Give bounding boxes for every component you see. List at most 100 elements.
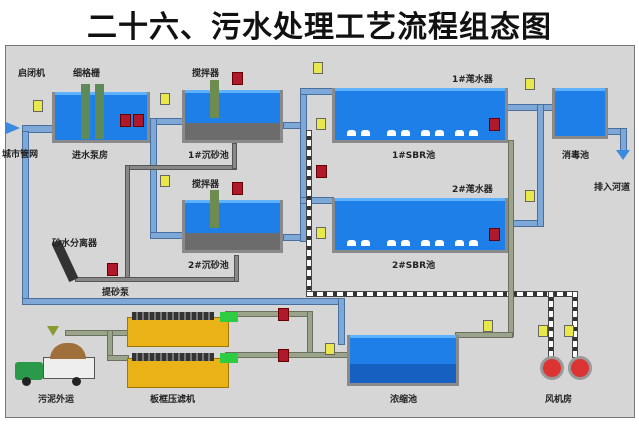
sand-pump-valve[interactable] xyxy=(107,263,118,276)
sediment-layer xyxy=(185,122,280,140)
label-mixer-2: 搅拌器 xyxy=(192,180,220,190)
grit1-valve[interactable] xyxy=(160,93,170,105)
filter-press-2 xyxy=(127,353,238,388)
press-valve-2[interactable] xyxy=(278,349,289,362)
mixer-2 xyxy=(210,190,219,228)
truck-bed xyxy=(43,357,95,379)
aerator xyxy=(401,130,410,136)
label-sludge-out: 污泥外运 xyxy=(38,395,75,405)
grit-tank-1 xyxy=(182,80,283,143)
grit2-valve[interactable] xyxy=(160,175,170,187)
label-pump-house: 进水泵房 xyxy=(72,151,109,161)
sludge-pile xyxy=(50,343,86,359)
sbr1-out-pipe xyxy=(507,104,554,111)
blower-valve-2[interactable] xyxy=(564,325,574,337)
grit1-motor xyxy=(232,72,243,85)
grit-split-pipe xyxy=(150,118,157,238)
intake-pump-tank xyxy=(52,84,150,143)
aerator xyxy=(361,240,370,246)
sbr-valve-1[interactable] xyxy=(313,62,323,74)
outlet-valve-1[interactable] xyxy=(525,78,535,90)
inlet-valve[interactable] xyxy=(33,100,43,112)
label-inlet: 城市管网 xyxy=(2,150,39,160)
aerator xyxy=(435,240,444,246)
label-decanter-2: 2#滗水器 xyxy=(452,185,493,195)
aerator xyxy=(401,240,410,246)
cake-pipe xyxy=(65,330,129,336)
thickener-tank xyxy=(347,335,459,386)
label-decanter-1: 1#滗水器 xyxy=(452,75,493,85)
thickener-valve[interactable] xyxy=(325,343,335,355)
truck-wheel xyxy=(22,377,31,386)
label-disinfection: 消毒池 xyxy=(562,151,590,161)
aerator xyxy=(455,130,464,136)
sludge-pipe-h xyxy=(455,332,513,338)
grit2-in-pipe xyxy=(150,232,184,239)
sbr2-indicator xyxy=(489,228,500,241)
aerator xyxy=(469,130,478,136)
label-separator: 砂水分离器 xyxy=(52,239,98,249)
sand-pipe-4 xyxy=(234,255,239,282)
sbr-collect-pipe xyxy=(537,104,544,227)
outlet-arrow-icon xyxy=(616,150,630,160)
air-pipe-h xyxy=(306,291,578,297)
truck-wheel xyxy=(72,377,81,386)
page-title: 二十六、污水处理工艺流程组态图 xyxy=(87,10,552,45)
sand-pipe-5 xyxy=(232,143,237,169)
aerator xyxy=(347,130,356,136)
label-screen: 细格栅 xyxy=(73,69,101,79)
label-blower: 风机房 xyxy=(545,395,573,405)
label-outlet: 排入河道 xyxy=(594,183,631,193)
sand-pipe-2 xyxy=(125,165,130,279)
press-valve-1[interactable] xyxy=(278,308,289,321)
sbr-valve-4[interactable] xyxy=(316,227,326,239)
inlet-arrow-icon xyxy=(6,122,20,134)
cake-pipe-2 xyxy=(107,355,129,361)
sbr-valve-3[interactable] xyxy=(316,165,327,178)
fine-screen-2 xyxy=(95,84,104,139)
aerator xyxy=(347,240,356,246)
grit2-motor xyxy=(232,182,243,195)
pump-indicator-1 xyxy=(120,114,131,127)
sbr-tank-2 xyxy=(332,198,508,253)
aerator xyxy=(387,130,396,136)
aerator xyxy=(435,130,444,136)
label-grit-2: 2#沉砂池 xyxy=(188,261,229,271)
label-grit-1: 1#沉砂池 xyxy=(188,151,229,161)
label-thickener: 浓缩池 xyxy=(390,395,418,405)
sbr-valve-2[interactable] xyxy=(316,118,326,130)
fine-screen-1 xyxy=(81,84,90,139)
aerator xyxy=(455,240,464,246)
sludge-valve[interactable] xyxy=(483,320,493,332)
truck-cab xyxy=(15,362,43,380)
label-sbr-2: 2#SBR池 xyxy=(392,261,436,271)
sand-pipe-1 xyxy=(125,165,237,170)
press-drive xyxy=(220,353,238,363)
outlet-valve-2[interactable] xyxy=(525,190,535,202)
sediment-layer xyxy=(185,232,280,250)
sbr-tank-1 xyxy=(332,88,508,143)
sludge-layer xyxy=(350,363,456,383)
grit-tank-2 xyxy=(182,190,283,253)
press-feed-pipe-v xyxy=(307,311,313,358)
bypass-pipe-h xyxy=(22,298,344,305)
aerator xyxy=(361,130,370,136)
bypass-pipe-down xyxy=(338,298,345,345)
aerator xyxy=(387,240,396,246)
outlet-pipe-down xyxy=(620,128,627,152)
press-drive xyxy=(220,312,238,322)
air-pipe-fan1 xyxy=(548,291,554,358)
pump-indicator-2 xyxy=(133,114,144,127)
sludge-pipe-v xyxy=(508,140,514,337)
blower-fan-1 xyxy=(540,356,564,380)
mixer-1 xyxy=(210,80,219,118)
down-arrow-icon xyxy=(47,326,59,336)
aerator xyxy=(469,240,478,246)
aerator xyxy=(421,240,430,246)
label-mixer-1: 搅拌器 xyxy=(192,69,220,79)
blower-valve-1[interactable] xyxy=(538,325,548,337)
label-sand-pump: 提砂泵 xyxy=(102,288,130,298)
press-feed-pipe xyxy=(225,311,312,317)
sbr1-in-pipe xyxy=(300,88,334,95)
label-gate: 启闭机 xyxy=(18,69,46,79)
